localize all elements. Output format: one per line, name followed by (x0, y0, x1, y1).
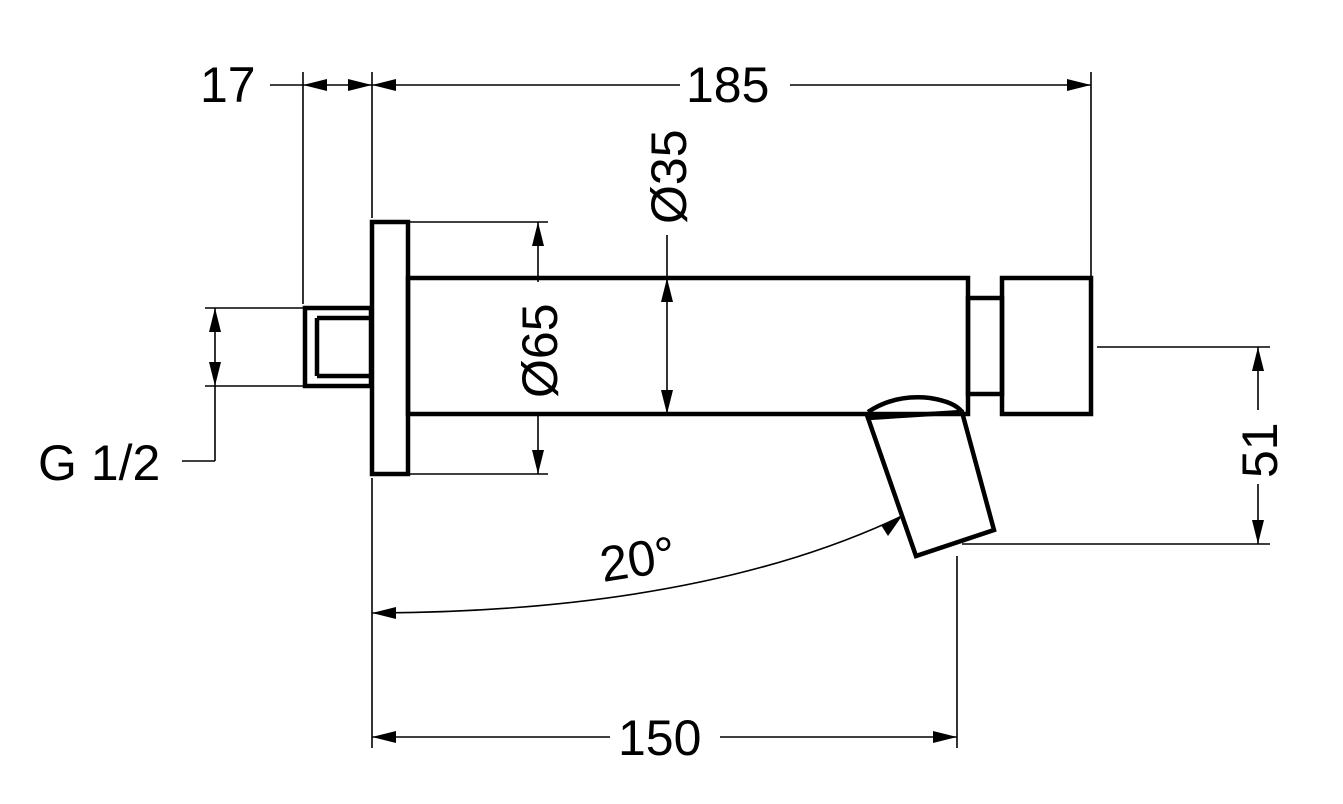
dimension-swivel-angle: 20° (371, 515, 903, 619)
tap-body (302, 219, 1094, 559)
spout-tube (405, 275, 971, 417)
dim-label-thread-size: G 1/2 (38, 435, 160, 491)
dimension-thread-length: 17 (200, 57, 373, 304)
button-neck (965, 295, 1005, 397)
dimension-outlet-height: 51 (962, 346, 1288, 545)
dim-label-projection: 150 (618, 710, 701, 766)
dimension-spout-diameter: Ø35 (641, 129, 697, 414)
dim-label-spout-diameter: Ø35 (641, 129, 697, 224)
dim-label-thread-length: 17 (200, 57, 256, 113)
dim-label-swivel-angle: 20° (596, 526, 679, 593)
nozzle-collar (866, 395, 964, 414)
dimension-thread-size: G 1/2 (38, 307, 303, 491)
dimension-overall-length: 185 (372, 57, 1092, 276)
push-button (999, 275, 1094, 417)
dim-label-overall-length: 185 (686, 57, 769, 113)
outlet-nozzle (864, 409, 997, 559)
dim-label-outlet-height: 51 (1232, 422, 1288, 478)
wall-rosette (369, 219, 411, 477)
dim-label-rosette-diameter: Ø65 (512, 303, 568, 398)
dimension-projection: 150 (371, 478, 958, 766)
dimension-rosette-diameter: Ø65 (408, 221, 568, 475)
